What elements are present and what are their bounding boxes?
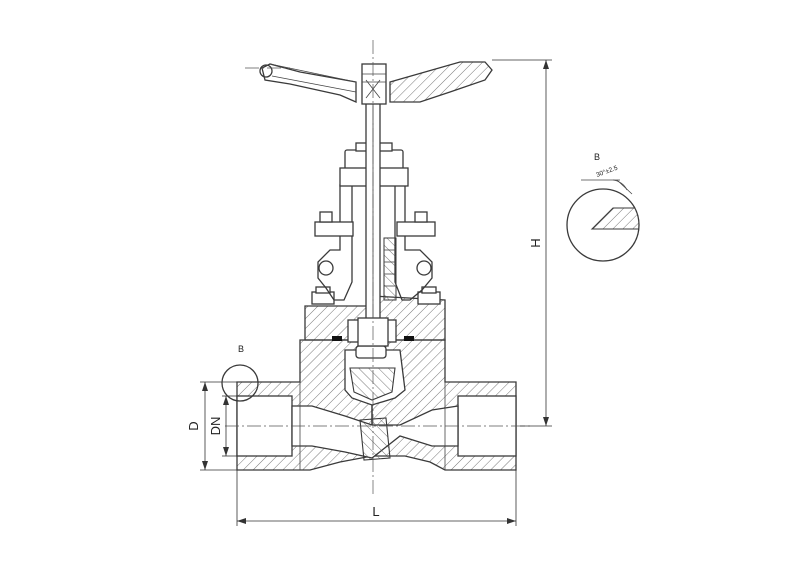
gasket-right: [404, 336, 414, 341]
bonnet-bolts: [311, 286, 441, 305]
callout-label: B: [238, 344, 244, 354]
stem-nut: [355, 345, 387, 359]
handwheel-hub: [361, 63, 387, 105]
length-label: L: [372, 504, 379, 519]
detail-bevel-section: [590, 207, 639, 230]
gland-flange-right: [396, 221, 436, 237]
bolt-nut-right: [417, 291, 441, 305]
detail-title: B: [594, 152, 600, 162]
disc-hatch: [349, 367, 396, 401]
yoke-eye-left: [318, 260, 334, 276]
dimension-d: D: [186, 381, 237, 471]
dimension-dn: DN: [208, 395, 237, 457]
dimension-h: H: [492, 59, 552, 427]
dimension-l: L: [236, 470, 517, 526]
gland-bolt-right: [414, 211, 428, 223]
handwheel-right-rim: [389, 61, 493, 103]
nominal-diameter-label: DN: [208, 417, 223, 436]
detail-b: B 30°±2.5: [566, 152, 640, 262]
handwheel-knob: [259, 64, 273, 78]
height-label: H: [528, 238, 543, 247]
outer-diameter-label: D: [186, 421, 201, 430]
seat: [359, 417, 391, 461]
callout-circle: [221, 364, 259, 402]
valve-body: [236, 339, 517, 471]
yoke-eye-right: [416, 260, 432, 276]
bolt-top-left: [315, 286, 331, 294]
yoke-right-arm: [394, 184, 433, 301]
bevel-angle-label: 30°±2.5: [595, 164, 619, 179]
callout-b: B: [221, 344, 259, 402]
handwheel-left-rim: [261, 63, 357, 103]
packing: [383, 237, 397, 301]
yoke-left-arm: [317, 184, 353, 301]
gland-bolt-left: [319, 211, 333, 223]
handwheel: [259, 61, 493, 105]
bolt-nut-left: [311, 291, 335, 305]
gland-flange-left: [314, 221, 354, 237]
gasket-left: [332, 336, 342, 341]
